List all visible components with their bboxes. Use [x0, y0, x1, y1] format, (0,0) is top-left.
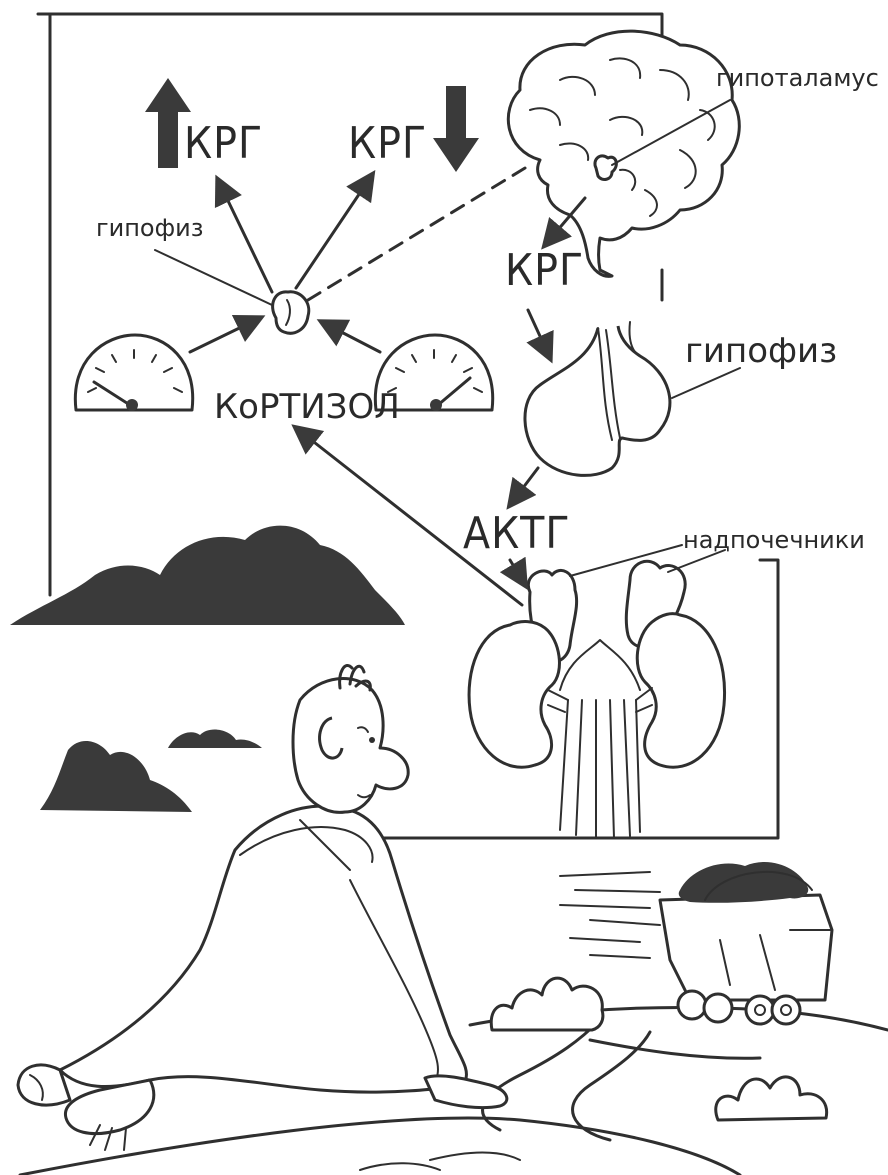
- bush-mid-left: [40, 741, 192, 812]
- crh-up-arrow: [218, 180, 272, 292]
- crh-to-pituitary-arrow: [528, 310, 550, 358]
- pituitary-icon: [525, 322, 670, 475]
- acth-to-adrenal-arrow: [510, 560, 525, 585]
- small-pituitary-icon: [273, 292, 309, 333]
- dashed-connection: [308, 165, 530, 300]
- hypothalamus-label: гипоталамус: [716, 64, 879, 92]
- pituitary-right-leader: [672, 368, 740, 398]
- bush-outline-center: [491, 978, 603, 1030]
- crh-down-arrow: [296, 175, 372, 288]
- kidney-left-icon: [469, 622, 559, 768]
- crh-up-label: КРГ: [184, 118, 263, 169]
- bush-small: [168, 730, 262, 748]
- adrenals-label: надпочечники: [683, 526, 865, 554]
- aorta-vena-icon: [548, 640, 652, 838]
- crh-down-label: КРГ: [348, 118, 427, 169]
- bush-top-left: [10, 526, 405, 625]
- brain-icon: [508, 31, 739, 276]
- gauge-low-icon: [75, 335, 192, 411]
- pituitary-left-label: гипофиз: [96, 214, 203, 242]
- truck-icon: [660, 862, 832, 1024]
- man-figure: [18, 665, 507, 1150]
- bush-outline-right: [716, 1077, 827, 1120]
- pituitary-right-label: гипофиз: [685, 331, 837, 371]
- cortisol-label: КоРТИЗОЛ: [214, 387, 400, 427]
- acth-label: АКТГ: [463, 508, 571, 559]
- crh-main-label: КРГ: [505, 245, 584, 296]
- down-arrow-icon: [433, 86, 479, 172]
- pituitary-to-acth-arrow: [510, 468, 538, 505]
